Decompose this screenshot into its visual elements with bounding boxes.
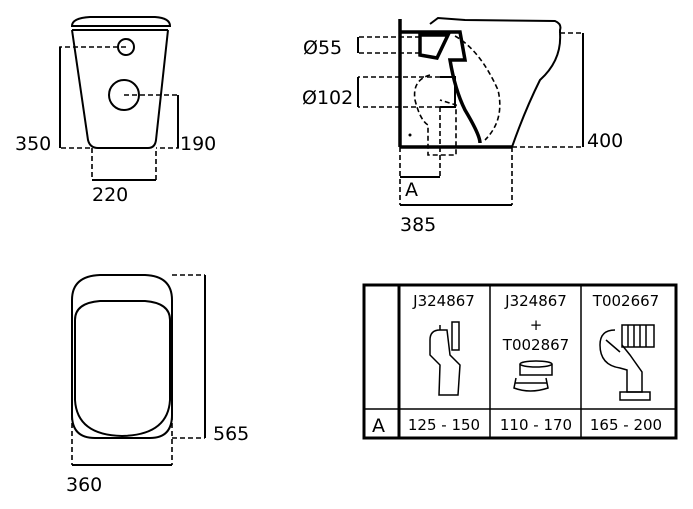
outlet-diameter-label: Ø102 xyxy=(302,87,353,109)
pan-connector-icon xyxy=(429,321,461,396)
side-trap xyxy=(400,30,482,144)
front-height-label: 350 xyxy=(15,133,51,155)
connector-code: J324867 xyxy=(504,292,567,310)
connector-range: 165 - 200 xyxy=(590,416,662,434)
connector-plus: + xyxy=(530,316,543,334)
connector-range: 110 - 170 xyxy=(500,416,572,434)
side-height-label: 400 xyxy=(587,130,623,152)
connector-code: T002667 xyxy=(592,292,659,310)
connector-code: J324867 xyxy=(412,292,475,310)
top-view: 565 360 xyxy=(66,274,249,496)
top-length-label: 565 xyxy=(213,423,249,445)
front-body xyxy=(71,29,169,149)
flexible-connector-icon xyxy=(599,324,655,401)
side-view: Ø55 Ø102 400 A 385 xyxy=(302,16,623,236)
inlet-diameter-label: Ø55 xyxy=(303,37,342,59)
connector-code: T002867 xyxy=(502,336,569,354)
front-width-label: 220 xyxy=(92,184,128,206)
front-view: 350 190 220 xyxy=(15,16,216,206)
eccentric-adapter-icon xyxy=(513,360,553,392)
top-width-label: 360 xyxy=(66,474,102,496)
table-row-header: A xyxy=(372,415,385,437)
side-depth-label: 385 xyxy=(400,214,436,236)
side-seat xyxy=(429,16,562,33)
front-outlet-height-label: 190 xyxy=(180,133,216,155)
connector-table: A J324867 J324867 + T002867 T002667 125 … xyxy=(362,283,678,440)
connector-range: 125 - 150 xyxy=(408,416,480,434)
front-seat-lid xyxy=(70,16,172,27)
top-seat xyxy=(74,300,171,438)
side-bowl xyxy=(511,32,562,148)
offset-a-label: A xyxy=(405,179,418,201)
top-outline xyxy=(71,274,173,439)
outlet-hole xyxy=(108,79,140,111)
